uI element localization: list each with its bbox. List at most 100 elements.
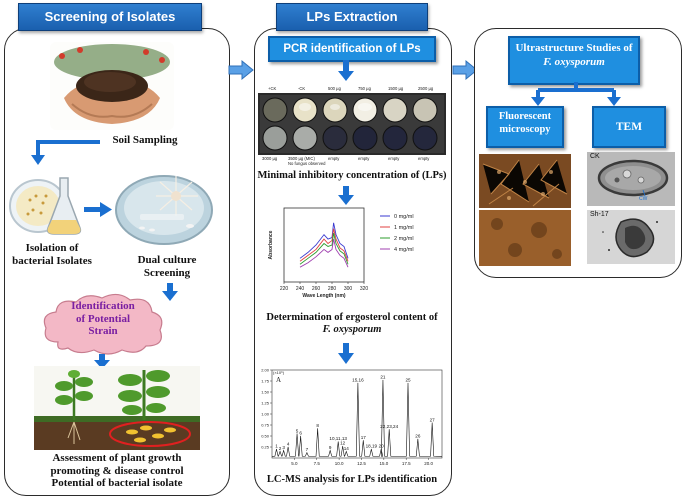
tem-bottom-cell: [602, 218, 658, 258]
plate-bottom-note: No fungus observed: [288, 161, 326, 166]
dual-culture-label-line2: Screening: [143, 266, 191, 279]
fluorescent-box: Fluorescent microscopy: [486, 106, 564, 148]
plate-top-label: 500 µg: [328, 86, 341, 91]
ergo-series-line: [299, 238, 349, 268]
lcms-x-tick-label: 7.5: [314, 461, 321, 466]
tem-cw-label: CW: [639, 196, 648, 202]
lcms-y-tick-label: 1.75: [261, 379, 270, 384]
lcms-peak: [380, 448, 382, 450]
lcms-peak: [300, 435, 301, 437]
ultra-title-line2: F. oxysporum: [543, 56, 605, 69]
lcms-x-tick-label: 5.0: [291, 461, 298, 466]
lcms-peak: [296, 433, 298, 435]
lcms-peak: [417, 438, 419, 440]
tem-top-cell: [597, 159, 669, 197]
isolation-image: [9, 177, 82, 235]
arrow-identification-to-plants: [94, 354, 110, 369]
arrow-ergosterol-to-lcms: [338, 343, 354, 364]
lcms-peak-label: 14: [344, 446, 350, 451]
lcms-peak: [357, 382, 359, 384]
plate-bottom-label: 3500 µg (MIC): [288, 156, 315, 161]
lcms-peak-label: 15,16: [352, 378, 364, 383]
tem-image-bottom: Sh-17: [587, 210, 675, 264]
ergosterol-label: Determination of ergosterol content of F…: [256, 312, 448, 336]
ergo-x-tick-label: 280: [328, 286, 337, 292]
identification-line2: of Potential: [75, 312, 131, 325]
lcms-label: LC-MS analysis for LPs identification: [266, 474, 438, 485]
lcms-panel-label: A: [276, 376, 281, 384]
plant-assessment-image: [34, 366, 200, 450]
arrow-screening-to-extraction: [228, 59, 254, 81]
lcms-peak-label: 27: [430, 417, 436, 422]
dual-culture-label-line1: Dual culture: [137, 254, 197, 266]
identification-line1: Identification: [71, 300, 135, 312]
lcms-peak: [337, 441, 339, 443]
ergo-legend-label: 4 mg/ml: [394, 247, 414, 253]
assessment-label: Assessment of plant growth promoting & d…: [14, 452, 220, 490]
lcms-peak-label: 12: [340, 441, 346, 446]
lcms-peak-label: 5: [296, 428, 299, 433]
arrow-extraction-to-ultra: [452, 59, 478, 81]
tem-top-label: CK: [590, 153, 600, 160]
lcms-peak: [342, 445, 343, 447]
dual-culture-image: [115, 175, 213, 245]
ergo-legend-label: 0 mg/ml: [394, 214, 414, 220]
lcms-x-tick-label: 12.5: [357, 461, 366, 466]
lcms-x-tick-label: 17.5: [402, 461, 411, 466]
lcms-y-tick-label: 1.25: [261, 401, 270, 406]
lcms-peak: [276, 448, 277, 450]
plate-bottom-label: empty: [328, 156, 340, 161]
lcms-x-tick-label: 20.0: [424, 461, 433, 466]
lcms-peak-label: 17: [361, 435, 367, 440]
plate-bottom-label: empty: [418, 156, 430, 161]
ergosterol-label-line1: Determination of ergosterol content of: [266, 312, 438, 323]
plate-top-label: -CK: [298, 86, 306, 91]
ergo-xlabel: Wave Length (nm): [302, 293, 345, 299]
lcms-peak-label: 1: [275, 444, 278, 449]
mic-label: Minimal inhibitory concentration of (LPs…: [257, 170, 447, 181]
fluorescent-image-top: [479, 154, 571, 208]
screening-title: Screening of Isolates: [18, 3, 202, 31]
lcms-peak: [407, 382, 409, 384]
lcms-peak-label: 10,11,13: [329, 436, 347, 441]
ergo-series-line: [299, 233, 349, 265]
soil-sampling-label: Soil Sampling: [112, 134, 178, 146]
plate-top-labels: +CK -CK 500 µg 750 µg 1500 µg 2500 µg: [258, 86, 446, 94]
isolation-label-line1: Isolation of: [25, 242, 79, 254]
lcms-peak-label: 3: [282, 445, 285, 450]
plate-wells: [258, 93, 446, 155]
lcms-peak: [388, 429, 390, 430]
ergo-x-tick-label: 220: [280, 286, 289, 292]
lcms-peak-label: 22,23,24: [380, 424, 398, 429]
plate-bottom-labels: 3000 µg 3500 µg (MIC) empty empty empty …: [258, 156, 446, 166]
tem-box: TEM: [592, 106, 666, 148]
ergo-series-line: [299, 228, 349, 262]
lcms-peak-label: 9: [329, 445, 332, 450]
lcms-peak: [287, 446, 289, 448]
lcms-peak-label: 8: [316, 423, 319, 428]
identification-cloud: [43, 293, 163, 355]
lcms-y-tick-label: 0.75: [261, 423, 270, 428]
mic-plate: +CK -CK 500 µg 750 µg 1500 µg 2500 µg 30…: [258, 86, 446, 166]
ultra-title-line1: Ultrastructure Studies of: [515, 42, 633, 54]
lcms-peak: [279, 451, 281, 452]
ergo-legend-label: 1 mg/ml: [394, 225, 414, 231]
lcms-x-tick-label: 15.0: [379, 461, 388, 466]
lcms-peak: [306, 452, 308, 454]
plate-bottom-label: 3000 µg: [262, 156, 278, 161]
identification-line3: Strain: [88, 325, 118, 338]
lcms-peak: [283, 450, 284, 451]
dual-culture-label: Dual culture Screening: [120, 254, 214, 279]
ergo-x-tick-label: 320: [360, 286, 369, 292]
fluorescent-line1: Fluorescent: [498, 111, 552, 122]
lcms-peak-label: 20: [379, 444, 385, 449]
ergo-plot-frame: [283, 207, 365, 283]
ultra-branch-connector: [531, 82, 621, 106]
lcms-peak-label: 25: [405, 378, 411, 383]
ultra-title-box: Ultrastructure Studies of F. oxysporum: [508, 36, 640, 85]
plate-top-label: +CK: [268, 86, 277, 91]
assessment-line2: promoting & disease control: [50, 464, 184, 477]
arrow-pcr-to-plate: [338, 60, 354, 81]
